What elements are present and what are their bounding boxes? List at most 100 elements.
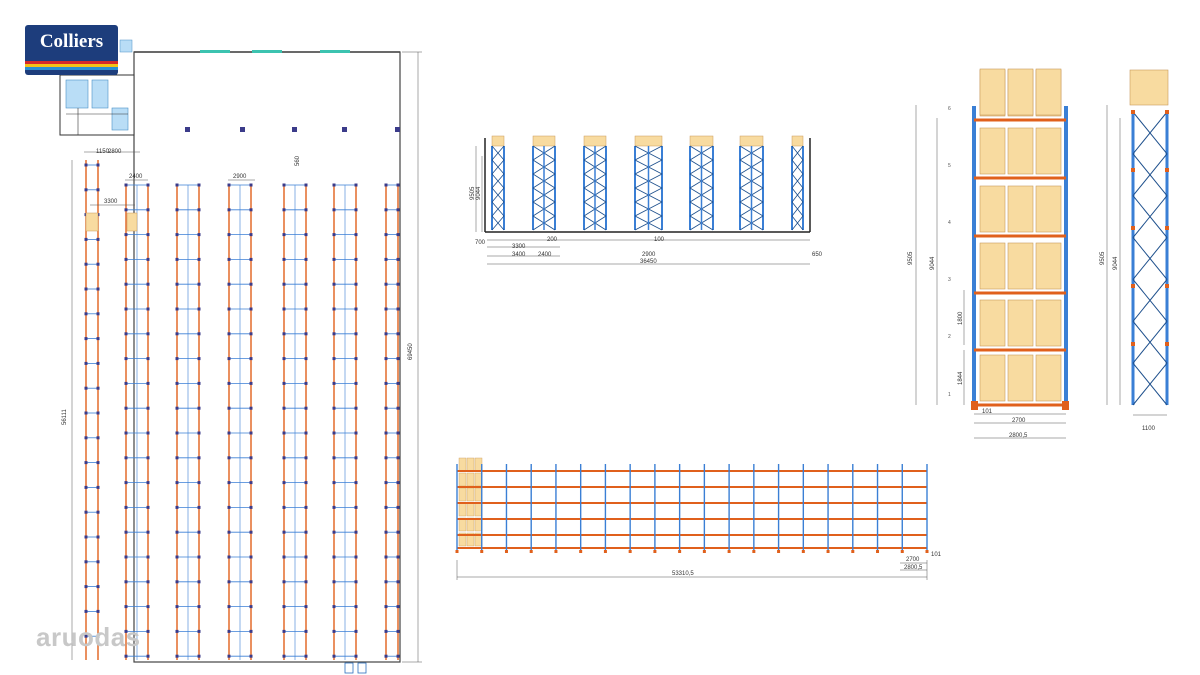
rack-upright-marker [249, 332, 253, 336]
rack-upright-marker [396, 530, 400, 534]
rack-upright-marker [175, 307, 179, 311]
logo-stripe-yellow [25, 64, 118, 67]
rack-upright-marker [282, 481, 286, 485]
front-pallet [791, 135, 804, 147]
rack-upright-marker [304, 580, 308, 584]
long-base-plate [925, 550, 929, 553]
floor-rack-rows [84, 160, 400, 660]
re-beam: 101 [982, 409, 993, 415]
rack-upright-marker [146, 406, 150, 410]
long-base-plate [900, 550, 904, 553]
se-height-inner: 9044 [1113, 256, 1119, 270]
rack-upright-marker [282, 233, 286, 237]
pallet [1035, 127, 1062, 175]
rack-upright-marker [384, 406, 388, 410]
rack-upright-marker [249, 505, 253, 509]
rack-upright-marker [332, 456, 336, 460]
rack-upright-marker [249, 456, 253, 460]
rack-upright-marker [175, 208, 179, 212]
pallet [458, 487, 467, 502]
rack-upright-marker [332, 257, 336, 261]
rack-upright-marker [84, 188, 88, 192]
rack-upright-marker [175, 406, 179, 410]
rack-upright-marker [227, 257, 231, 261]
rack-upright-marker [84, 337, 88, 341]
rack-upright-marker [396, 654, 400, 658]
rack-upright-marker [146, 183, 150, 187]
rack-upright-marker [396, 406, 400, 410]
pallet [1035, 299, 1062, 347]
rack-row [332, 183, 358, 660]
rack-upright-marker [96, 585, 100, 589]
window [320, 50, 350, 53]
rack-upright-marker [282, 431, 286, 435]
rack-upright-marker [354, 233, 358, 237]
rack-elevation: 9505 9044 1800 1844 101 2700 2800,5 1 2 … [908, 68, 1069, 439]
rack-upright-marker [197, 530, 201, 534]
rack-upright-marker [304, 257, 308, 261]
fv-height-inner: 9044 [476, 186, 482, 200]
rack-upright-marker [197, 357, 201, 361]
rack-upright-marker [197, 654, 201, 658]
rack-upright-marker [175, 257, 179, 261]
fv-dim-1: 3300 [512, 244, 526, 250]
rack-upright-marker [304, 629, 308, 633]
rack-upright-marker [332, 605, 336, 609]
rack-upright-marker [124, 233, 128, 237]
rack-upright-marker [227, 555, 231, 559]
pallet [979, 127, 1006, 175]
se-depth: 1100 [1142, 426, 1156, 432]
rack-upright-marker [146, 208, 150, 212]
rack-upright-marker [124, 629, 128, 633]
side-brace [1132, 279, 1168, 322]
rack-upright-marker [227, 282, 231, 286]
side-beam-clip [1165, 226, 1169, 230]
rack-upright-marker [396, 555, 400, 559]
rack-upright-marker [384, 233, 388, 237]
rack-upright-marker [354, 381, 358, 385]
rack-upright-marker [282, 530, 286, 534]
rack-upright-marker [227, 530, 231, 534]
front-brace [791, 215, 804, 231]
floor-plan: 1150 2800 2400 2900 560 3300 56111 69450 [59, 39, 422, 674]
rack-upright-marker [197, 257, 201, 261]
side-beam-clip [1131, 284, 1135, 288]
rack-upright-marker [197, 183, 201, 187]
rack-upright-marker [282, 307, 286, 311]
rack-upright-marker [304, 282, 308, 286]
rack-upright-marker [282, 580, 286, 584]
rack-row [175, 183, 201, 660]
rack-upright-marker [84, 585, 88, 589]
pallet [458, 532, 467, 547]
rack-upright-marker [197, 481, 201, 485]
rack-upright-marker [124, 654, 128, 658]
front-rack-frame [583, 135, 607, 231]
re-overall: 2800,5 [1009, 433, 1028, 439]
stair-block [59, 39, 135, 136]
dim-row-c: 560 [295, 155, 301, 166]
rack-upright-marker [84, 535, 88, 539]
side-beam-clip [1165, 168, 1169, 172]
rack-upright-marker [354, 629, 358, 633]
side-brace [1132, 362, 1168, 406]
rack-upright-marker [354, 505, 358, 509]
side-beam-clip [1131, 168, 1135, 172]
dim-row-a: 2400 [129, 174, 143, 180]
rack-upright-marker [96, 485, 100, 489]
rack-upright-marker [227, 406, 231, 410]
long-base-plate [603, 550, 607, 553]
rack-upright-marker [197, 406, 201, 410]
rack-upright-marker [175, 357, 179, 361]
aruodas-watermark: aruodas [36, 622, 141, 652]
rack-upright-marker [304, 307, 308, 311]
pallet [1035, 242, 1062, 290]
long-base-plate [504, 550, 508, 553]
rack-upright-marker [249, 654, 253, 658]
pallet [1007, 354, 1034, 402]
front-brace [791, 201, 804, 217]
rack-upright-marker [304, 431, 308, 435]
side-brace [1132, 111, 1168, 155]
rack-upright-marker [249, 580, 253, 584]
rack-upright-marker [396, 357, 400, 361]
